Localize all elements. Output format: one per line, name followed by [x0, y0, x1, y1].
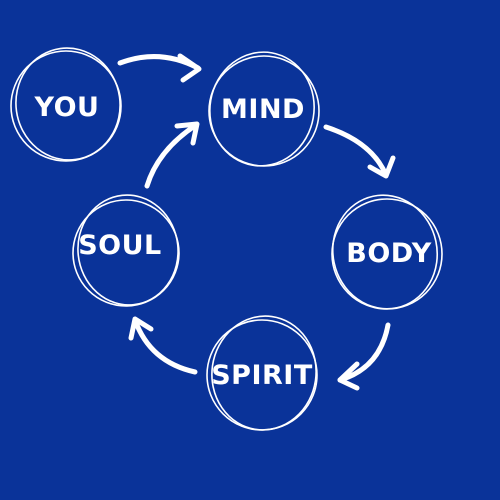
arrow-body-to-spirit-head	[337, 361, 360, 391]
node-soul: SOUL	[72, 194, 180, 307]
node-you-ring-inner	[15, 47, 121, 161]
arrow-mind-to-body-head	[367, 155, 396, 179]
arrow-you-to-mind	[117, 53, 202, 83]
node-you-label: YOU	[34, 92, 100, 123]
node-soul-label: SOUL	[78, 230, 162, 261]
node-mind-ring-inner	[209, 51, 315, 167]
node-you-ring-outer	[10, 50, 122, 162]
node-soul-ring-inner	[77, 194, 179, 306]
arrow-spirit-to-soul-shaft	[132, 317, 198, 375]
arrow-mind-to-body-shaft	[323, 124, 389, 178]
arrow-soul-to-mind-shaft	[144, 122, 199, 189]
node-mind-label: MIND	[221, 94, 305, 125]
arrow-spirit-to-soul	[128, 316, 198, 375]
arrow-you-to-mind-head	[177, 53, 202, 83]
node-spirit-ring-inner	[211, 315, 317, 431]
node-body: BODY	[331, 194, 443, 310]
node-spirit: SPIRIT	[206, 315, 318, 431]
node-mind: MIND	[208, 51, 320, 167]
arrow-mind-to-body	[323, 124, 396, 179]
node-body-label: BODY	[346, 238, 432, 269]
node-body-ring-inner	[331, 194, 439, 310]
node-you: YOU	[10, 47, 122, 162]
arrow-body-to-spirit	[337, 322, 391, 391]
node-soul-ring-outer	[72, 199, 180, 307]
node-spirit-label: SPIRIT	[211, 360, 313, 391]
arrow-body-to-spirit-shaft	[337, 322, 391, 383]
arrow-soul-to-mind-head	[174, 121, 200, 146]
arrow-spirit-to-soul-head	[128, 316, 154, 341]
arrow-soul-to-mind	[144, 121, 200, 189]
